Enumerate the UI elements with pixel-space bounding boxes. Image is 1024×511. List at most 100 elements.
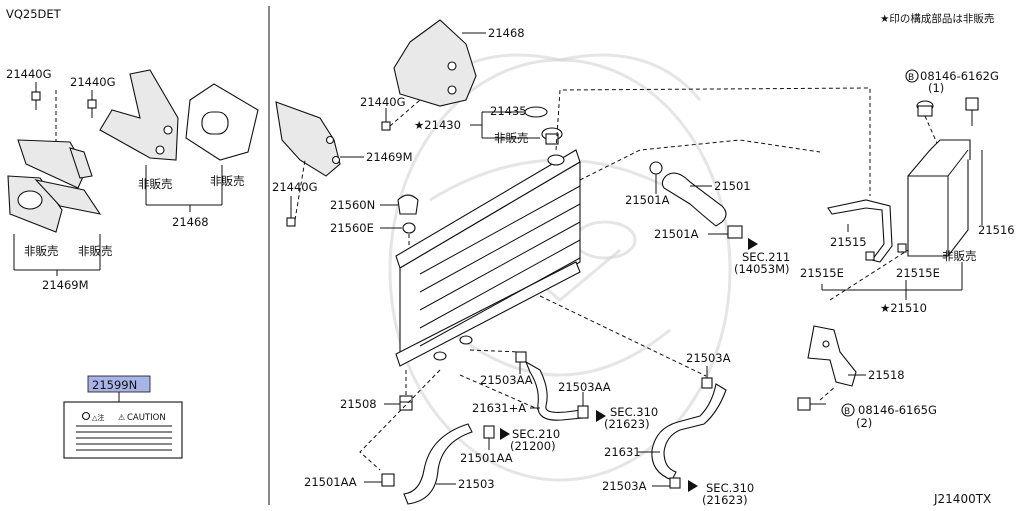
radiator-21460[interactable] bbox=[395, 149, 581, 367]
mount-21560n[interactable] bbox=[397, 194, 419, 215]
label-21501aa-b: 21501AA bbox=[460, 451, 513, 465]
bolt-08146-6162g[interactable] bbox=[965, 97, 979, 126]
caution-mini-mid: ⚠ bbox=[118, 413, 125, 422]
reservoir-cap[interactable] bbox=[916, 100, 934, 117]
label-bolt-top-qty: (1) bbox=[928, 81, 944, 95]
clamp-21501a-top[interactable] bbox=[649, 161, 663, 175]
label-21469m-b: 21469M bbox=[366, 150, 413, 164]
left-panel: 21440G 21440G 非販売 非販売 21469M bbox=[6, 67, 259, 459]
arrow-sec310-a bbox=[596, 410, 606, 422]
bolt-badge-top bbox=[905, 69, 919, 83]
not-sold-f: 非販売 bbox=[942, 249, 977, 263]
clamp-21503a-upper[interactable] bbox=[701, 377, 713, 389]
label-21560n: 21560N bbox=[330, 198, 375, 212]
label-bolt-bot-qty: (2) bbox=[856, 416, 872, 430]
clamp-21501a-bottom[interactable] bbox=[727, 225, 743, 239]
diagram-code: J21400TX bbox=[933, 492, 991, 506]
reservoir-tank-21710[interactable] bbox=[907, 139, 971, 257]
bolt-21440g-right-b[interactable] bbox=[286, 217, 296, 227]
bracket-21468-upper[interactable] bbox=[393, 19, 477, 107]
label-21516: 21516 bbox=[978, 223, 1015, 237]
label-sec310-a: SEC.310 bbox=[610, 405, 658, 419]
bracket-21469m-upper-right[interactable] bbox=[275, 101, 341, 177]
label-sec210: SEC.210 bbox=[512, 427, 560, 441]
label-21560e: 21560E bbox=[330, 221, 374, 235]
right-panel: 21468 21469M 21440G 21440G bbox=[272, 19, 1015, 507]
label-21435: 21435 bbox=[490, 104, 527, 118]
label-21518: 21518 bbox=[868, 368, 905, 382]
caution-label-card[interactable]: △注 ⚠ CAUTION bbox=[63, 401, 183, 459]
label-sec310-b: SEC.310 bbox=[706, 481, 754, 495]
bolt-badge-bot bbox=[841, 403, 855, 417]
label-21501a-a: 21501A bbox=[625, 193, 670, 207]
clamp-21503a-lower[interactable] bbox=[669, 477, 681, 489]
label-21468-b: 21468 bbox=[172, 215, 209, 229]
label-21515e-b: 21515E bbox=[896, 266, 940, 280]
label-21503aa-a: 21503AA bbox=[480, 373, 533, 387]
not-sold-c: 非販売 bbox=[138, 177, 173, 191]
radiator-cap-21430[interactable] bbox=[541, 127, 563, 145]
radiator-cap-21435[interactable] bbox=[524, 106, 548, 118]
label-bolt-top: 08146-6162G bbox=[920, 69, 999, 83]
bracket-21518[interactable] bbox=[807, 325, 857, 387]
mount-21560e[interactable] bbox=[402, 222, 416, 234]
engine-code: VQ25DET bbox=[6, 7, 62, 21]
hose-21631[interactable] bbox=[651, 383, 727, 481]
bracket-21468-left[interactable] bbox=[99, 69, 179, 161]
bracket-21469m-lower[interactable] bbox=[7, 175, 102, 233]
label-sec211-sub: (14053M) bbox=[734, 262, 789, 276]
bolt-badge-bot-letter: B bbox=[844, 407, 850, 417]
arrow-sec210 bbox=[500, 428, 510, 440]
label-sec210-sub: (21200) bbox=[510, 439, 556, 453]
label-21503aa-b: 21503AA bbox=[558, 380, 611, 394]
label-21599n: 21599N bbox=[92, 378, 137, 392]
label-21508: 21508 bbox=[340, 397, 377, 411]
bolt-21440g-right-a[interactable] bbox=[381, 121, 391, 131]
label-21515e-a: 21515E bbox=[800, 266, 844, 280]
label-sec310-a-sub: (21623) bbox=[604, 417, 650, 431]
label-21501aa-a: 21501AA bbox=[304, 475, 357, 489]
label-sec211: SEC.211 bbox=[742, 250, 790, 264]
clamp-21503aa-a[interactable] bbox=[515, 351, 527, 363]
label-bolt-bot: 08146-6165G bbox=[858, 403, 937, 417]
label-21501: 21501 bbox=[714, 179, 751, 193]
lower-hose-21503[interactable] bbox=[403, 423, 473, 505]
not-sold-d: 非販売 bbox=[210, 174, 245, 188]
arrow-sec211 bbox=[748, 238, 758, 250]
label-21440g-b: 21440G bbox=[70, 75, 116, 89]
clamp-21501aa-upper[interactable] bbox=[483, 425, 495, 439]
not-sold-a: 非販売 bbox=[24, 244, 59, 258]
overflow-hose-21515[interactable] bbox=[827, 199, 893, 263]
label-21440g-c: 21440G bbox=[360, 95, 406, 109]
bracket-21469m-upper[interactable] bbox=[17, 139, 93, 189]
bolt-08146-6165g[interactable] bbox=[797, 397, 826, 411]
not-sold-b: 非販売 bbox=[78, 244, 113, 258]
clamp-21501aa-lower[interactable] bbox=[381, 473, 395, 487]
label-21510: ★21510 bbox=[880, 301, 927, 315]
label-21501a-b: 21501A bbox=[654, 227, 699, 241]
label-21468-a: 21468 bbox=[488, 26, 525, 40]
caution-mini-left: △注 bbox=[92, 413, 104, 422]
bolt-21440g-left-a[interactable] bbox=[31, 91, 41, 110]
label-21430: ★21430 bbox=[414, 118, 461, 132]
label-21515: 21515 bbox=[830, 235, 867, 249]
bolt-21440g-left-b[interactable] bbox=[87, 99, 97, 118]
clamp-21515e-b[interactable] bbox=[897, 243, 907, 253]
drain-plug-21508[interactable] bbox=[399, 395, 413, 411]
clamp-21503aa-b[interactable] bbox=[577, 405, 589, 419]
label-21503: 21503 bbox=[458, 477, 495, 491]
footnote: ★印の構成部品は非販売 bbox=[880, 12, 994, 25]
label-21503a-b: 21503A bbox=[602, 479, 647, 493]
arrow-sec310-b bbox=[688, 480, 698, 492]
label-21469m-a: 21469M bbox=[42, 278, 89, 292]
upper-hose-21501[interactable] bbox=[661, 172, 727, 227]
label-21440g-d: 21440G bbox=[272, 180, 318, 194]
not-sold-e: 非販売 bbox=[494, 131, 529, 145]
label-sec310-b-sub: (21623) bbox=[702, 493, 748, 507]
label-21503a-a: 21503A bbox=[686, 351, 731, 365]
bracket-21468-right[interactable] bbox=[185, 83, 259, 161]
clamp-21515e-a[interactable] bbox=[865, 251, 875, 261]
label-21631: 21631 bbox=[604, 445, 641, 459]
label-21440g-a: 21440G bbox=[6, 67, 52, 81]
